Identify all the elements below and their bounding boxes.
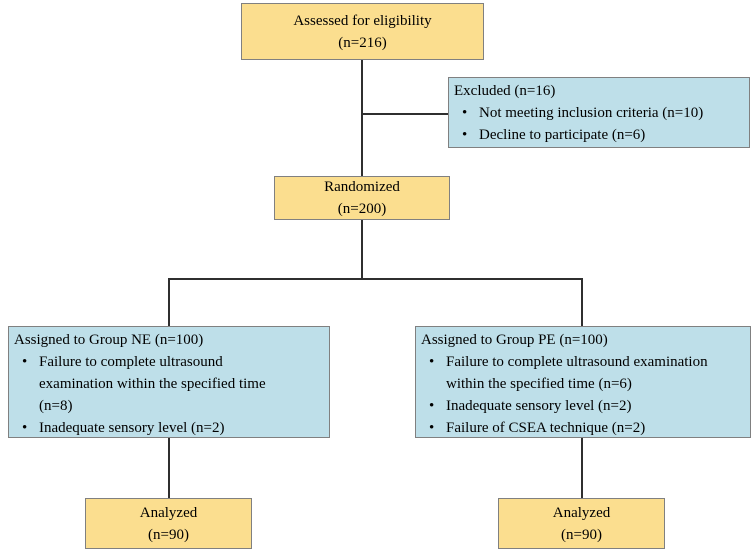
group-ne-title: Assigned to Group NE (n=100) bbox=[14, 332, 204, 348]
assessed-eligibility-box: Assessed for eligibility (n=216) bbox=[241, 3, 484, 60]
group-ne-bullet-2: Inadequate sensory level (n=2) bbox=[9, 417, 325, 439]
connector-split-to-group-ne bbox=[168, 278, 170, 326]
analyzed-pe-line1: Analyzed bbox=[552, 504, 611, 521]
analyzed-pe-count: (n=90) bbox=[561, 526, 602, 543]
group-pe-title: Assigned to Group PE (n=100) bbox=[421, 332, 608, 348]
connector-split-horizontal bbox=[168, 278, 583, 280]
analyzed-ne-line1: Analyzed bbox=[139, 504, 198, 521]
group-pe-bullet-1: Failure to complete ultrasound examinati… bbox=[416, 351, 746, 395]
assessed-line1: Assessed for eligibility bbox=[293, 12, 432, 29]
excluded-bullet-2: Decline to participate (n=6) bbox=[449, 124, 745, 146]
connector-assessed-to-randomized bbox=[361, 60, 363, 176]
analyzed-pe-box: Analyzed (n=90) bbox=[498, 498, 665, 549]
excluded-title: Excluded (n=16) bbox=[454, 83, 556, 99]
connector-split-to-group-pe bbox=[581, 278, 583, 326]
analyzed-ne-box: Analyzed (n=90) bbox=[85, 498, 252, 549]
group-pe-box: Assigned to Group PE (n=100) Failure to … bbox=[415, 326, 751, 439]
analyzed-ne-count: (n=90) bbox=[148, 526, 189, 543]
group-ne-box: Assigned to Group NE (n=100) Failure to … bbox=[8, 326, 330, 439]
excluded-bullet-1: Not meeting inclusion criteria (n=10) bbox=[449, 102, 745, 124]
group-pe-bullet-2: Inadequate sensory level (n=2) bbox=[416, 395, 746, 417]
assessed-count: (n=216) bbox=[338, 34, 387, 51]
excluded-box: Excluded (n=16) Not meeting inclusion cr… bbox=[448, 77, 750, 148]
group-pe-bullet-3: Failure of CSEA technique (n=2) bbox=[416, 417, 746, 439]
randomized-box: Randomized (n=200) bbox=[274, 176, 450, 220]
connector-to-excluded bbox=[361, 113, 448, 115]
randomized-line1: Randomized bbox=[324, 179, 400, 195]
randomized-count: (n=200) bbox=[337, 201, 387, 217]
connector-randomized-to-split bbox=[361, 220, 363, 278]
connector-group-pe-to-analyzed bbox=[581, 438, 583, 498]
group-ne-bullet-1: Failure to complete ultrasound examinati… bbox=[9, 351, 325, 417]
connector-group-ne-to-analyzed bbox=[168, 438, 170, 498]
